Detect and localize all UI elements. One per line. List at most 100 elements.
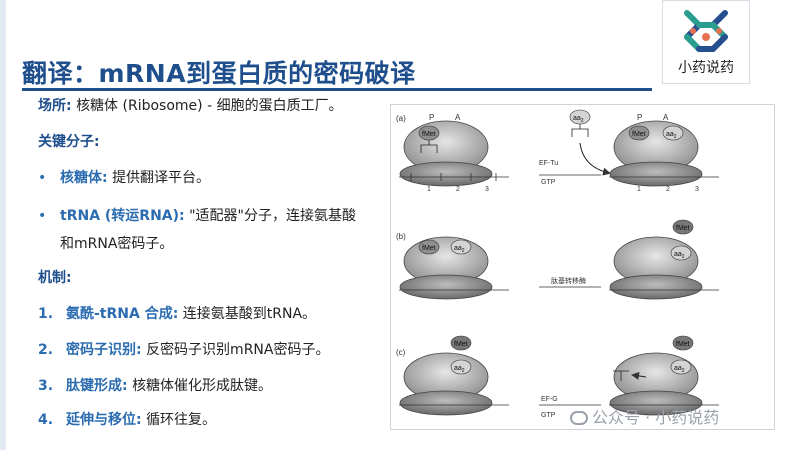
fmet-label: fMet: [422, 131, 436, 138]
eftu-label: EF-Tu: [539, 160, 558, 167]
key-label: 关键分子:: [38, 134, 100, 150]
aa2-label-c-right: aa: [674, 365, 682, 372]
trna-p: [420, 140, 438, 153]
ribosome-diagram: (a) P A fMet 1 2 3 aa2 EF-Tu GTP P A fMe…: [396, 109, 719, 419]
exiting-trna: [613, 370, 629, 381]
aa2-bead-c-right: [670, 359, 692, 375]
site-line: 场所: 核糖体 (Ribosome) - 细胞的蛋白质工厂。: [38, 96, 343, 116]
step-4: 4. 延伸与移位: 循环往复。: [38, 410, 216, 430]
gtp-label-c: GTP: [541, 412, 556, 419]
aa2-bead-c: [450, 359, 472, 375]
aa2-label: aa: [573, 115, 581, 122]
bullet-trna-continued: 和mRNA密码子。: [60, 236, 174, 252]
efg-label: EF-G: [541, 396, 558, 403]
svg-text:aa2: aa2: [666, 131, 677, 140]
site-p-label: P: [429, 113, 434, 122]
small-subunit: [399, 161, 493, 187]
panel-c-label: (c): [396, 348, 406, 357]
key-molecules-heading: 关键分子:: [38, 132, 100, 152]
fmet-label-b: fMet: [422, 245, 436, 252]
codon-3: 3: [485, 186, 489, 193]
codon-1-right: 1: [637, 186, 641, 193]
watermark-text: 公众号 · 小药说药: [592, 408, 720, 427]
aa2-sub-b-right: 2: [682, 254, 685, 260]
small-subunit-c: [399, 390, 493, 416]
step-1: 1. 氨酰-tRNA 合成: 连接氨基酸到tRNA。: [38, 304, 316, 324]
step-label: 延伸与移位:: [66, 412, 142, 428]
step-number: 4.: [38, 412, 54, 428]
slide-title: 翻译：mRNA到蛋白质的密码破译: [22, 59, 416, 88]
translation-figure: (a) P A fMet 1 2 3 aa2 EF-Tu GTP P A fMe…: [390, 104, 775, 430]
small-subunit-b-right: [609, 274, 703, 300]
small-subunit-c-right: [609, 390, 703, 416]
panel-a-label: (a): [396, 114, 406, 123]
fmet-label-b-right: fMet: [676, 225, 690, 232]
step-number: 3.: [38, 378, 54, 394]
site-text: 核糖体 (Ribosome) - 细胞的蛋白质工厂。: [76, 98, 343, 114]
svg-text:aa2: aa2: [573, 115, 584, 124]
bullet-dot: •: [38, 208, 47, 224]
aa2-sub: 2: [581, 118, 584, 124]
bullet-text: "适配器"分子，连接氨基酸: [189, 208, 356, 224]
logo-text: 小药说药: [678, 60, 734, 76]
fmet-bead-right: [628, 125, 650, 141]
aa2-bead-right: [662, 125, 684, 141]
aa2-sub-c: 2: [462, 368, 465, 374]
logo: 小药说药: [662, 0, 750, 84]
site-label: 场所:: [38, 98, 72, 114]
step-label: 氨酰-tRNA 合成:: [66, 306, 179, 322]
step-label: 肽键形成:: [66, 378, 128, 394]
svg-text:aa2: aa2: [454, 365, 465, 374]
molecule-logo-icon: [684, 10, 728, 52]
bullet-trna: • tRNA (转运RNA): "适配器"分子，连接氨基酸: [38, 206, 356, 226]
wechat-icon: [570, 411, 588, 425]
codon-2: 2: [456, 186, 460, 193]
aa2-label-b-right: aa: [674, 251, 682, 258]
codon-2-right: 2: [666, 186, 670, 193]
mech-label: 机制:: [38, 270, 72, 286]
watermark: 公众号 · 小药说药: [570, 404, 719, 428]
bullet-dot: •: [38, 170, 47, 186]
aa2-label-b: aa: [454, 245, 462, 252]
step-text: 反密码子识别mRNA密码子。: [146, 342, 330, 358]
bullet-text: 提供翻译平台。: [112, 170, 211, 186]
site-a-label: A: [455, 113, 461, 122]
fmet-bead-c-right: [672, 335, 694, 351]
bullet-ribosome: • 核糖体: 提供翻译平台。: [38, 168, 210, 188]
codon-1: 1: [427, 186, 431, 193]
gtp-label-a: GTP: [541, 179, 556, 186]
step-number: 2.: [38, 342, 54, 358]
bullet-label: tRNA (转运RNA):: [60, 208, 185, 224]
svg-text:aa2: aa2: [674, 251, 685, 260]
panel-b-label: (b): [396, 232, 406, 241]
site-a-label-right: A: [663, 113, 669, 122]
title-underline: [22, 88, 652, 91]
svg-text:aa2: aa2: [674, 365, 685, 374]
incoming-trna: [571, 124, 589, 137]
aa2-label-right: aa: [666, 131, 674, 138]
side-accent-bar: [0, 0, 6, 450]
aa2-sub-right: 2: [674, 134, 677, 140]
step-2: 2. 密码子识别: 反密码子识别mRNA密码子。: [38, 340, 329, 360]
translocase-label: 肽基转移酶: [551, 276, 586, 285]
fmet-label-c: fMet: [454, 341, 468, 348]
step-text: 循环往复。: [146, 412, 217, 428]
fmet-bead-c: [450, 335, 472, 351]
aa2-label-c: aa: [454, 365, 462, 372]
codon-3-right: 3: [695, 186, 699, 193]
svg-text:aa2: aa2: [454, 245, 465, 254]
step-text: 核糖体催化形成肽键。: [132, 378, 273, 394]
bullet-label: 核糖体:: [60, 170, 108, 186]
aa2-bead-b-right: [670, 245, 692, 261]
small-subunit-right: [609, 161, 703, 187]
fmet-bead-b: [418, 239, 440, 255]
step-label: 密码子识别:: [66, 342, 142, 358]
mechanism-heading: 机制:: [38, 268, 72, 288]
fmet-bead-b-right: [672, 219, 694, 235]
site-p-label-right: P: [637, 113, 642, 122]
aa2-sub-c-right: 2: [682, 368, 685, 374]
step-3: 3. 肽键形成: 核糖体催化形成肽键。: [38, 376, 272, 396]
aa2-sub-b: 2: [462, 248, 465, 254]
exit-arrow: [631, 371, 647, 380]
binding-arrow: [579, 142, 611, 176]
